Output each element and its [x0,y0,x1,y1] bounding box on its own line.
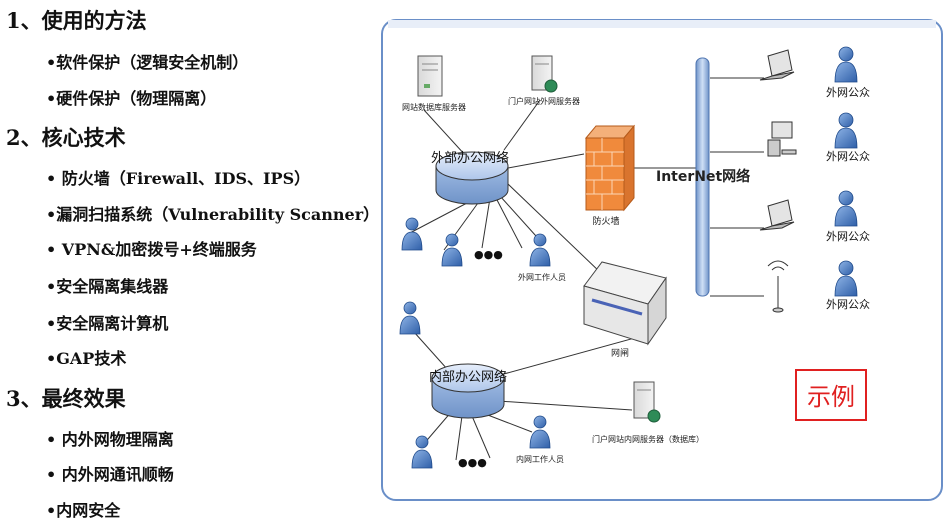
item-gap-tech: •GAP技术 [46,349,127,368]
person-icon [529,415,551,449]
item-isolation-hub: •安全隔离集线器 [46,277,169,296]
section-heading-methods: 1、使用的方法 [6,8,147,33]
network-diagram: 外部办公网络 内部办公网络 网站数据库服务器 门户网站外网服务器 门户网站内网服… [380,18,944,502]
public-label: 外网公众 [826,230,870,243]
internal-hub [431,363,505,419]
firewall-icon [584,124,636,212]
item-firewall: • 防火墙（Firewall、IDS、IPS） [46,169,311,188]
public-icons [834,46,858,297]
internet-bus [695,57,710,297]
internet-label: InterNet网络 [656,168,750,185]
item-smooth-communication: • 内外网通讯顺畅 [46,465,174,484]
antenna-icon [767,260,789,313]
internal-ellipsis: ●●● [458,456,487,469]
public-label: 外网公众 [826,150,870,163]
person-icon [441,233,463,267]
external-ellipsis: ●●● [474,248,503,261]
internal-network-label: 内部办公网络 [429,369,507,385]
outline-panel: 1、使用的方法 •软件保护（逻辑安全机制） •硬件保护（物理隔离） 2、核心技术… [0,0,380,521]
laptop-icon [759,49,795,81]
laptop-icon [759,199,795,231]
public-label: 外网公众 [826,298,870,311]
internal-staff-icons [399,301,551,469]
public-label: 外网公众 [826,86,870,99]
item-vpn: • VPN&加密拨号+终端服务 [46,240,257,259]
gateway-label: 网闸 [611,348,629,359]
ext-portal-server-icon [531,55,558,93]
section-heading-result: 3、最终效果 [6,386,126,411]
gateway-icon [583,261,667,346]
person-icon [529,233,551,267]
connection-lines [407,77,764,461]
int-portal-server-icon [633,381,661,423]
external-staff-icons [401,217,551,267]
item-intranet-security: •内网安全 [46,501,121,520]
item-vuln-scanner: •漏洞扫描系统（Vulnerability Scanner） [46,205,380,224]
person-icon [399,301,421,335]
db-server-icon [417,55,443,97]
example-box [795,369,867,421]
example-label: 示例 [807,383,855,411]
person-icon [411,435,433,469]
person-icon [834,112,858,149]
external-staff-label: 外网工作人员 [518,272,566,282]
external-hub [435,151,509,205]
person-icon [401,217,423,251]
item-physical-isolation: • 内外网物理隔离 [46,430,174,449]
internal-staff-label: 内网工作人员 [516,454,564,464]
item-isolation-computer: •安全隔离计算机 [46,314,169,333]
section-heading-core-tech: 2、核心技术 [6,125,126,150]
int-portal-server-label: 门户网站内网服务器（数据库） [592,434,704,444]
item-software-protection: •软件保护（逻辑安全机制） [46,53,249,72]
external-network-label: 外部办公网络 [431,150,509,166]
item-hardware-protection: •硬件保护（物理隔离） [46,89,217,108]
db-server-label: 网站数据库服务器 [402,102,466,112]
person-icon [834,46,858,83]
diagram-frame-top-bar [388,20,936,28]
person-icon [834,260,858,297]
ext-portal-server-label: 门户网站外网服务器 [508,96,580,106]
desktop-icon [767,121,797,157]
person-icon [834,190,858,227]
firewall-label: 防火墙 [592,215,619,227]
